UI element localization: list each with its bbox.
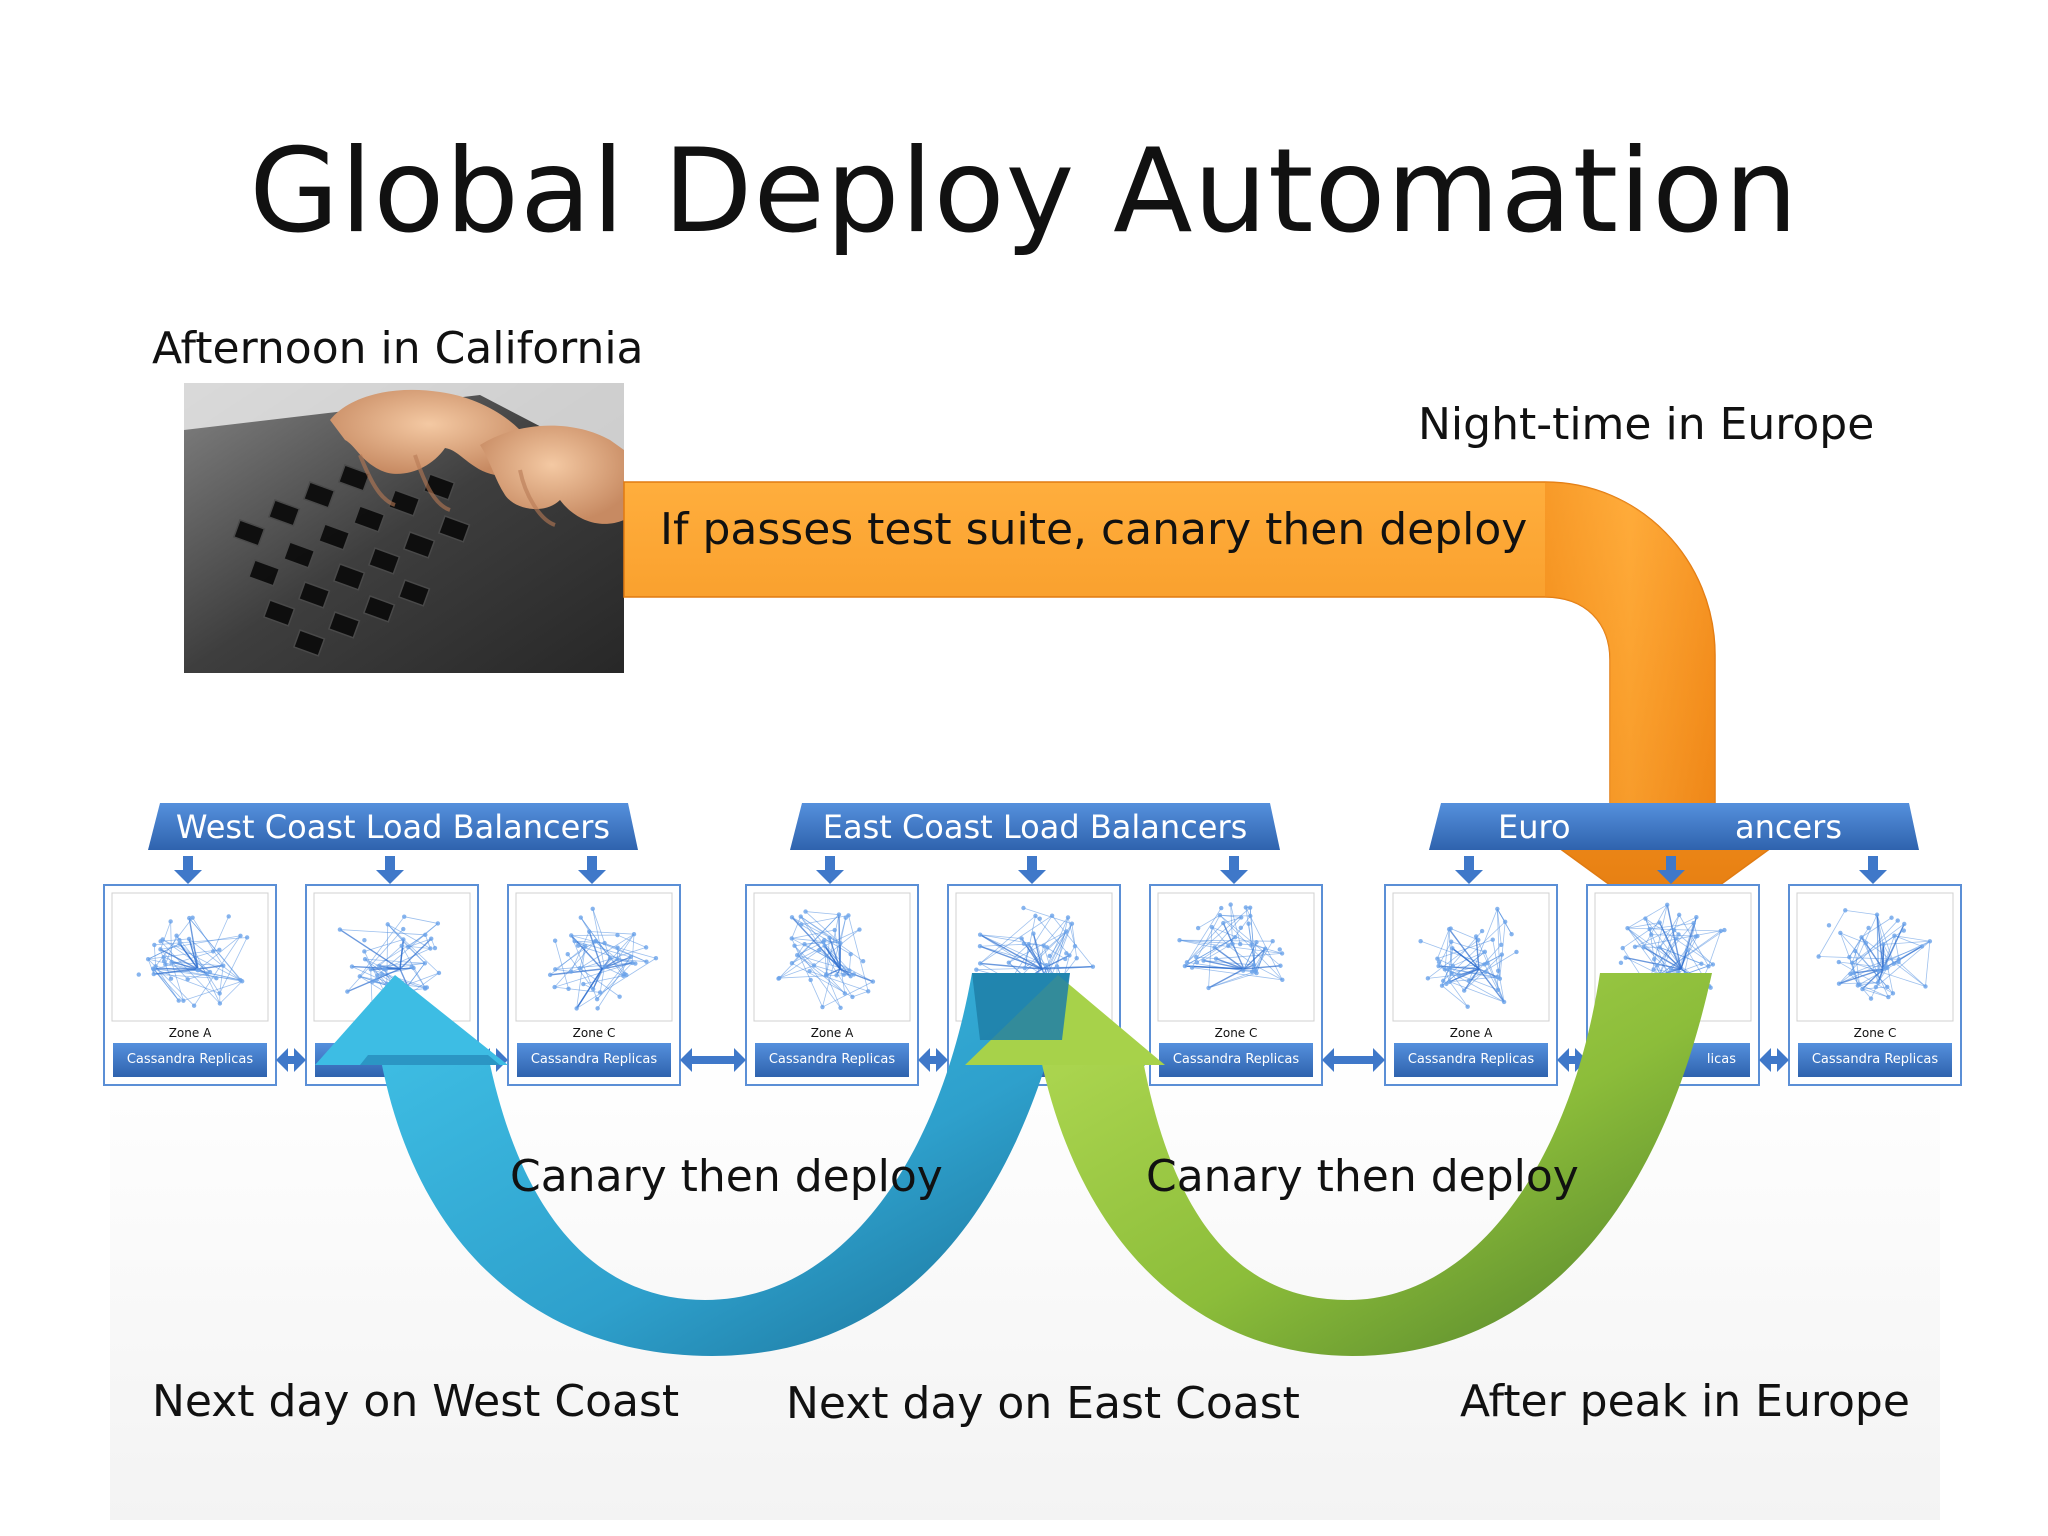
zone-box: [1788, 884, 1962, 1086]
network-graph-icon: [776, 909, 876, 1010]
slide-title: Global Deploy Automation: [249, 124, 1799, 259]
lb-down-arrows: [174, 856, 1887, 884]
cassandra-bar: [1159, 1043, 1313, 1077]
laptop-typing-image: [184, 383, 624, 673]
lb-trapezoids: [148, 803, 1919, 850]
cassandra-bar: [517, 1043, 671, 1077]
green-arrow-head: [965, 975, 1165, 1065]
double-arrow-connector: [1322, 1048, 1385, 1072]
cassandra-replicas-label: Cassandra Replicas: [1811, 1052, 1939, 1067]
zone-box: [745, 884, 919, 1086]
network-graph-icon: [1816, 908, 1933, 1001]
zone-label: Zone A: [1449, 1026, 1493, 1040]
cassandra-replicas-label: Cassandra Replicas: [530, 1052, 658, 1067]
double-arrow-connector: [276, 1048, 306, 1072]
label-after-peak: After peak in Europe: [1460, 1376, 1910, 1427]
euro-lb-label: Euro: [1498, 808, 1571, 846]
cassandra-replicas-label: Cassandra Replicas: [1407, 1052, 1535, 1067]
zone-label: Zone C: [572, 1026, 616, 1040]
network-graph-icon: [1418, 906, 1519, 1009]
zone-label: Zone A: [168, 1026, 212, 1040]
zones-layer: [103, 884, 1962, 1086]
euro-lb-shape: [1429, 803, 1919, 850]
cyan-arrow-body: [380, 973, 1070, 1356]
cassandra-bar: [1394, 1043, 1548, 1077]
label-night-europe: Night-time in Europe: [1418, 399, 1875, 450]
network-graph-icon: [547, 906, 659, 1011]
cyan-arrow-head-shade: [360, 1055, 500, 1065]
zone-box: [507, 884, 681, 1086]
label-main-flow: If passes test suite, canary then deploy: [660, 504, 1528, 555]
double-arrow-connector: [918, 1048, 948, 1072]
cassandra-bar: [113, 1043, 267, 1077]
east-lb-label: East Coast Load Balancers: [822, 808, 1248, 846]
cassandra-bar: [755, 1043, 909, 1077]
zone-label: Zone C: [1214, 1026, 1258, 1040]
west-lb-label: West Coast Load Balancers: [175, 808, 611, 846]
cassandra-bar: [1798, 1043, 1952, 1077]
double-arrow-connector: [680, 1048, 746, 1072]
euro-lb-label-tail: ancers: [1735, 808, 1842, 846]
cassandra-replicas-label: licas: [1706, 1052, 1736, 1067]
cassandra-replicas-label: Cassandra Replicas: [126, 1052, 254, 1067]
label-next-east: Next day on East Coast: [786, 1378, 1300, 1429]
zone-box: [1384, 884, 1558, 1086]
cyan-arrow-head: [315, 975, 508, 1065]
label-canary-2: Canary then deploy: [1146, 1151, 1579, 1202]
zone-label: Zone A: [810, 1026, 854, 1040]
label-afternoon: Afternoon in California: [152, 323, 644, 374]
zone-label: Zone C: [1853, 1026, 1897, 1040]
orange-deploy-arrow: [623, 481, 1778, 926]
label-next-west: Next day on West Coast: [152, 1376, 680, 1427]
label-canary-1: Canary then deploy: [510, 1151, 943, 1202]
network-graph-icon: [136, 914, 250, 1008]
network-graph-icon: [337, 914, 442, 1006]
zone-box: [1149, 884, 1323, 1086]
cassandra-replicas-label: Cassandra Replicas: [1172, 1052, 1300, 1067]
cyan-arrow-top: [972, 973, 1070, 1040]
cassandra-replicas-label: Cassandra Replicas: [768, 1052, 896, 1067]
double-arrow-connector: [1759, 1048, 1789, 1072]
west-lb-shape: [148, 803, 638, 850]
green-canary-arrow: [1040, 973, 1712, 1356]
network-graph-icon: [1177, 902, 1285, 991]
east-lb-shape: [790, 803, 1280, 850]
zone-box: [103, 884, 277, 1086]
